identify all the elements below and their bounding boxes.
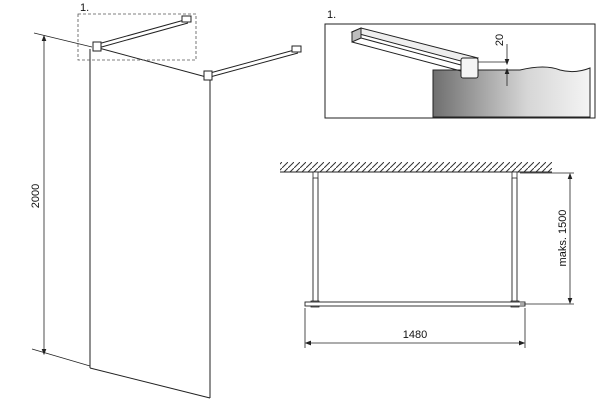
detail-view: 1. 20 bbox=[324, 9, 596, 119]
offset-dimension: 20 bbox=[494, 34, 514, 86]
perspective-view: 1. 2000 bbox=[30, 2, 302, 399]
wall-arm-front bbox=[203, 45, 302, 81]
ceiling-hatch bbox=[280, 162, 552, 172]
panel-top-edge bbox=[94, 46, 211, 79]
detail-marker-box bbox=[77, 13, 197, 61]
offset-dimension-label: 20 bbox=[494, 34, 506, 46]
width-dimension: 1480 bbox=[304, 308, 526, 348]
detail-arm bbox=[350, 27, 506, 79]
detail-marker-label: 1. bbox=[80, 2, 89, 14]
height-dimension-label: 2000 bbox=[30, 184, 42, 208]
width-dimension-label: 1480 bbox=[403, 329, 427, 341]
bottom-rail bbox=[304, 301, 526, 307]
max-height-dimension-label: maks. 1500 bbox=[557, 210, 569, 267]
wall-arm-back bbox=[92, 15, 192, 52]
panel-bottom-edge bbox=[89, 367, 211, 399]
detail-title: 1. bbox=[327, 9, 336, 21]
max-height-dimension: maks. 1500 bbox=[520, 172, 574, 305]
right-post bbox=[510, 171, 520, 308]
front-elevation: maks. 1500 1480 bbox=[280, 162, 574, 348]
left-post bbox=[310, 171, 320, 308]
detail-wall-block bbox=[432, 66, 591, 118]
height-dimension: 2000 bbox=[30, 32, 93, 367]
